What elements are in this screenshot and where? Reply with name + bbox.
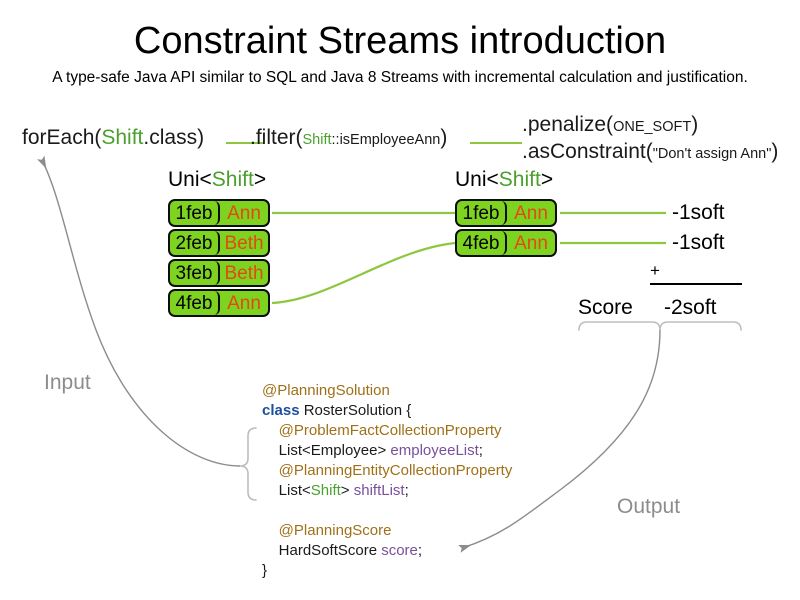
foreach-suffix: .class): [143, 126, 205, 149]
penalize-suffix: ): [691, 113, 699, 136]
sum-operator: +: [650, 261, 660, 280]
code-token-plain: RosterSolution {: [299, 402, 412, 419]
stream-table-right: 1feb Ann 4feb Ann: [455, 199, 557, 259]
cell-employee: Ann: [227, 202, 261, 224]
filter-prefix: .filter(: [250, 126, 303, 149]
sum-rule: [650, 283, 742, 285]
filter-type: Shift: [302, 132, 332, 148]
cell-date: 1feb: [457, 201, 507, 225]
code-token-type: Shift: [310, 482, 341, 499]
code-token-anno: @PlanningEntityCollectionProperty: [278, 462, 513, 479]
foreach-call: forEach(Shift.class): [22, 125, 204, 151]
code-token-plain: HardSoftScore: [278, 542, 382, 559]
table-row[interactable]: 3feb Beth: [168, 259, 270, 287]
code-indent: [262, 522, 279, 539]
filter-method: ::isEmployeeAnn: [331, 132, 441, 148]
stream-link-curve: [271, 241, 456, 305]
filter-call: .filter(Shift::isEmployeeAnn): [250, 125, 447, 153]
cell-date: 4feb: [457, 231, 507, 255]
table-row[interactable]: 4feb Ann: [455, 229, 557, 257]
cell-employee: Beth: [224, 262, 264, 284]
foreach-type: Shift: [101, 126, 144, 149]
code-line: }: [262, 561, 512, 581]
cell-date: 3feb: [170, 261, 220, 285]
code-token-plain: List<: [278, 482, 311, 499]
code-indent: [262, 542, 279, 559]
code-indent: [262, 442, 279, 459]
penalty-value-1: -1soft: [672, 201, 725, 224]
code-line: @ProblemFactCollectionProperty: [262, 421, 512, 441]
score-total: -2soft: [664, 296, 717, 319]
cell-date: 4feb: [170, 291, 220, 315]
penalize-arg: ONE_SOFT: [613, 119, 692, 135]
output-label: Output: [617, 495, 681, 518]
penalty-value-2: -1soft: [672, 231, 725, 254]
cell-employee: Ann: [227, 292, 261, 314]
pipeline-connector-2: [470, 142, 522, 144]
code-line: List<Employee> employeeList;: [262, 441, 512, 461]
code-line: List<Shift> shiftList;: [262, 481, 512, 501]
code-token-field: employeeList: [390, 442, 479, 459]
foreach-prefix: forEach(: [22, 126, 102, 149]
filter-suffix: ): [440, 126, 448, 149]
score-label: Score: [578, 296, 633, 319]
uni-right-suffix: >: [540, 168, 554, 191]
uni-caption-right: Uni<Shift>: [455, 168, 553, 192]
code-indent: [262, 422, 279, 439]
cell-employee: Ann: [514, 232, 548, 254]
code-line: HardSoftScore score;: [262, 541, 512, 561]
code-token-plain: }: [262, 562, 268, 579]
code-indent: [262, 482, 279, 499]
input-label: Input: [44, 371, 91, 394]
table-row[interactable]: 1feb Ann: [455, 199, 557, 227]
cell-employee: Ann: [514, 202, 548, 224]
table-row[interactable]: 1feb Ann: [168, 199, 270, 227]
page-title: Constraint Streams introduction: [133, 20, 667, 62]
penalize-call: .penalize(ONE_SOFT): [522, 112, 698, 140]
uni-left-suffix: >: [253, 168, 267, 191]
code-token-plain: ;: [404, 482, 409, 499]
code-token-plain: ;: [417, 542, 423, 559]
code-line: class RosterSolution {: [262, 401, 512, 421]
pipeline-connector-1: [226, 142, 264, 144]
uni-left-prefix: Uni<: [168, 168, 212, 191]
code-token-plain: >: [340, 482, 354, 499]
uni-right-prefix: Uni<: [455, 168, 499, 191]
code-token-anno: @PlanningScore: [278, 522, 392, 539]
cell-employee: Beth: [224, 232, 264, 254]
score-brace: [578, 321, 742, 331]
code-token-plain: List<Employee>: [278, 442, 391, 459]
code-blank-line: [262, 501, 512, 521]
code-fields-brace: [239, 427, 257, 501]
uni-left-type: Shift: [211, 168, 254, 191]
code-token-field: shiftList: [353, 482, 405, 499]
as-constraint-prefix: .asConstraint(: [522, 140, 653, 163]
table-row[interactable]: 4feb Ann: [168, 289, 270, 317]
penalize-prefix: .penalize(: [522, 113, 614, 136]
code-line: @PlanningSolution: [262, 381, 512, 401]
as-constraint-call: .asConstraint("Don't assign Ann"): [522, 139, 778, 167]
table-row[interactable]: 2feb Beth: [168, 229, 270, 257]
cell-date: 2feb: [170, 231, 220, 255]
code-token-plain: ;: [478, 442, 483, 459]
cell-date: 1feb: [170, 201, 220, 225]
as-constraint-arg: "Don't assign Ann": [652, 146, 772, 162]
code-line: @PlanningEntityCollectionProperty: [262, 461, 513, 481]
code-token-anno: @PlanningSolution: [262, 382, 390, 399]
code-token-anno: @ProblemFactCollectionProperty: [278, 422, 502, 439]
as-constraint-suffix: ): [771, 140, 779, 163]
code-indent: [262, 462, 279, 479]
page-subtitle: A type-safe Java API similar to SQL and …: [52, 69, 748, 86]
uni-caption-left: Uni<Shift>: [168, 168, 266, 192]
stream-table-left: 1feb Ann 2feb Beth 3feb Beth 4feb Ann: [168, 199, 270, 319]
uni-right-type: Shift: [498, 168, 541, 191]
code-line: @PlanningScore: [262, 521, 512, 541]
code-token-field: score: [381, 542, 418, 559]
code-token-kw: class: [262, 402, 300, 419]
